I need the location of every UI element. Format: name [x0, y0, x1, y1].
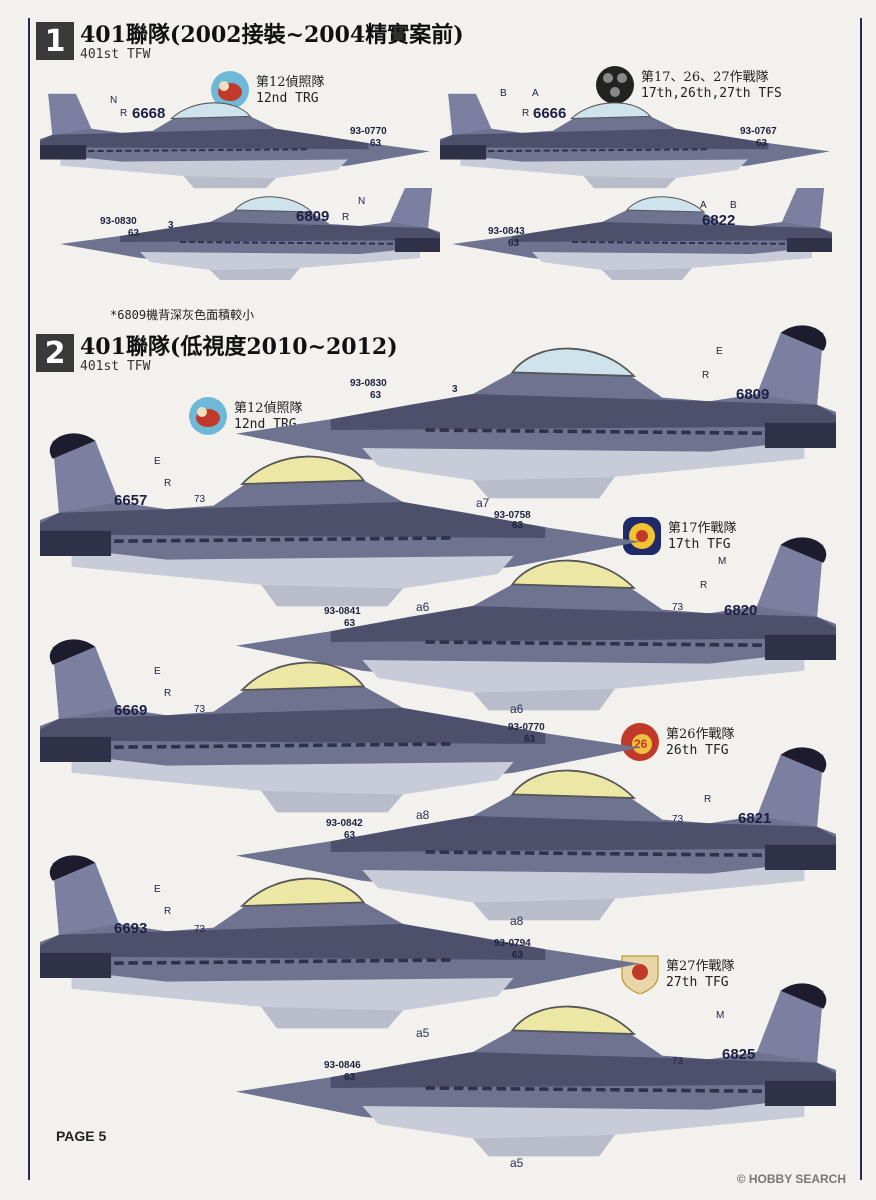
jet-6693 [40, 855, 640, 1031]
section-2-title: 401聯隊(低視度2010~2012) [80, 334, 398, 360]
17tfg-badge-icon [622, 516, 662, 556]
section-2-subtitle: 401st TFW [80, 359, 151, 374]
jet-6821 [236, 747, 836, 923]
section-1-note: *6809機背深灰色面積較小 [110, 308, 255, 322]
tfs-badge-icon [595, 65, 635, 105]
tail-number: 6668 [132, 105, 166, 122]
jet-6809-s2 [236, 325, 836, 501]
section-2-number: 2 [36, 334, 74, 372]
section-1-title: 401聯隊(2002接裝~2004精實案前) [80, 22, 464, 48]
watermark: © HOBBY SEARCH [736, 1172, 846, 1186]
jet-6809-s1 [60, 187, 440, 281]
jet-6820 [236, 537, 836, 713]
section-2-header: 2 401聯隊(低視度2010~2012) 401st TFW [36, 334, 398, 374]
12trg-badge-icon [188, 396, 228, 436]
section-1-header: 1 401聯隊(2002接裝~2004精實案前) 401st TFW [36, 22, 464, 62]
jet-6825 [236, 983, 836, 1159]
jet-6666 [440, 92, 830, 190]
section-1-number: 1 [36, 22, 74, 60]
jet-6657 [40, 433, 640, 609]
serial-label: 93-0770 [350, 126, 387, 137]
jet-6669 [40, 639, 640, 815]
12trg-badge-icon [210, 70, 250, 110]
page-frame [28, 18, 862, 1180]
27tfg-badge-icon [620, 954, 660, 994]
page-number: PAGE 5 [56, 1128, 107, 1144]
section-1-subtitle: 401st TFW [80, 47, 151, 62]
